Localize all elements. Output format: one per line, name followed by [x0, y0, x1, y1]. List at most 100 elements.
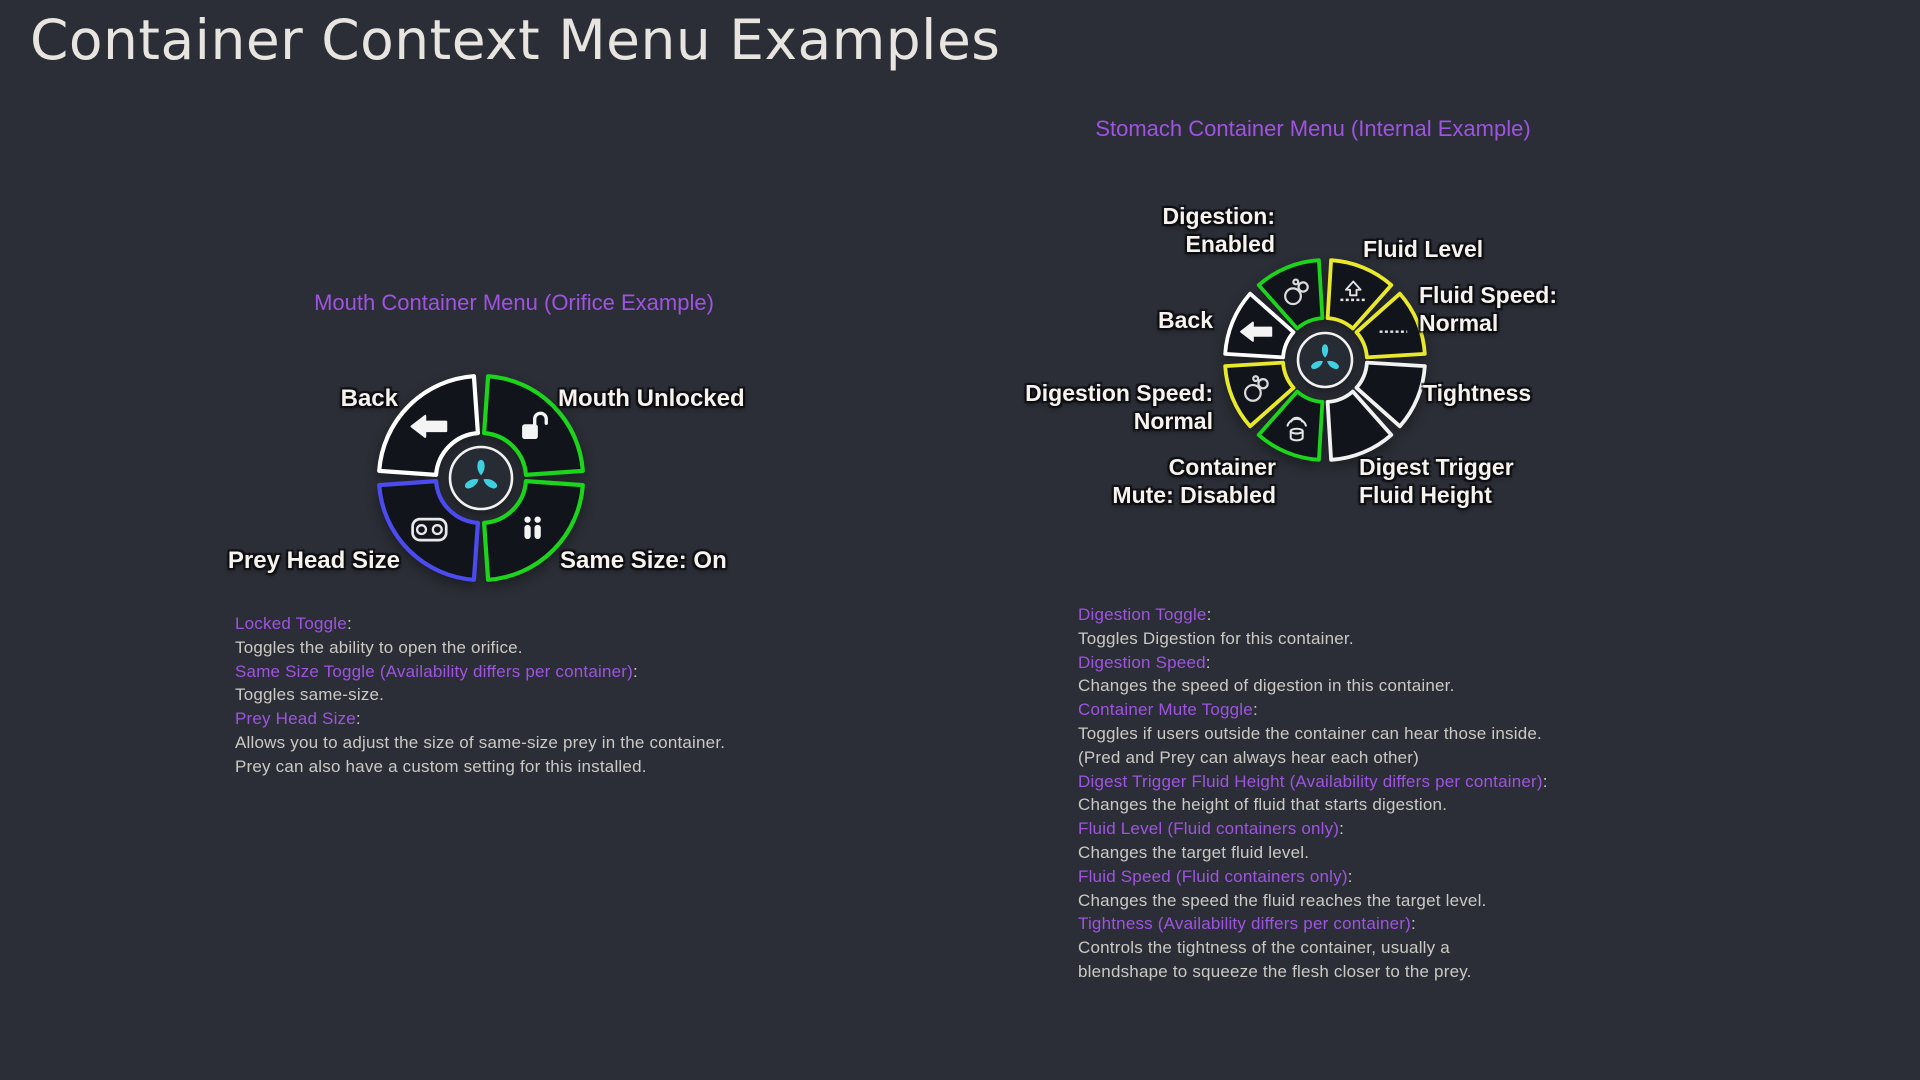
segment-label-line: Prey Head Size	[227, 547, 400, 574]
glossary-term: Digestion Toggle:	[1078, 603, 1678, 627]
fan-icon	[1311, 344, 1339, 370]
menu-segment-same-size-toggle[interactable]	[482, 479, 585, 582]
bubbles-icon	[1243, 375, 1269, 402]
glossary-term-text: Digestion Speed	[1078, 652, 1206, 672]
segment-label-line: Container	[1168, 454, 1276, 480]
glossary-term-text: Same Size Toggle (Availability differs p…	[235, 661, 634, 681]
glossary-term: Container Mute Toggle:	[1078, 698, 1678, 722]
mouth-menu-wheel	[377, 374, 585, 582]
glossary-description-line: Toggles same-size.	[235, 685, 385, 705]
glossary-description-line: blendshape to squeeze the flesh closer t…	[1078, 961, 1472, 981]
glossary-description-line: (Pred and Prey can always hear each othe…	[1078, 747, 1420, 767]
glossary-term: Digest Trigger Fluid Height (Availabilit…	[1078, 770, 1678, 794]
glossary-term-colon: :	[1542, 771, 1548, 791]
glossary-term: Locked Toggle:	[235, 612, 835, 636]
glossary-description-line: Toggles Digestion for this container.	[1078, 628, 1354, 648]
menu-segment-tightness[interactable]	[1354, 360, 1427, 429]
mouth-menu-glossary: Locked Toggle:Toggles the ability to ope…	[235, 612, 835, 779]
menu-segment-back[interactable]	[1223, 291, 1296, 360]
menu-segment-digest-trigger-fluid-height[interactable]	[1325, 389, 1394, 462]
stomach-menu-wheel	[1223, 258, 1427, 462]
glossary-term-text: Digestion Toggle	[1078, 605, 1207, 624]
glossary-term: Fluid Speed (Fluid containers only):	[1078, 865, 1678, 889]
bubbles-icon	[1284, 278, 1309, 306]
segment-label-line: Fluid Level	[1363, 236, 1484, 262]
glossary-term-text: Prey Head Size	[235, 709, 356, 729]
segment-label-tightness: Tightness	[1423, 379, 1531, 407]
glossary-term: Digestion Speed:	[1078, 651, 1678, 675]
fluid-level-icon	[1340, 280, 1367, 302]
glossary-term-colon: :	[1339, 819, 1345, 839]
glossary-description-line: Allows you to adjust the size of same-si…	[235, 732, 726, 752]
segment-label-same-size-toggle: Same Size: On	[560, 547, 727, 575]
segment-label-line: Enabled	[1185, 231, 1275, 257]
arrow-left-icon	[410, 414, 448, 438]
glossary-description-line: Controls the tightness of the container,…	[1078, 938, 1450, 958]
segment-label-mouth-locked-toggle: Mouth Unlocked	[558, 385, 745, 413]
glossary-term-text: Locked Toggle	[235, 614, 347, 633]
speaker-mute-icon	[1286, 416, 1307, 442]
menu-segment-fluid-level[interactable]	[1325, 258, 1394, 331]
glossary-term-text: Fluid Speed (Fluid containers only)	[1078, 866, 1348, 886]
segment-label-digestion-toggle: Digestion:Enabled	[1163, 202, 1275, 258]
segment-label-digestion-speed: Digestion Speed:Normal	[1025, 379, 1213, 435]
glossary-term-text: Fluid Level (Fluid containers only)	[1078, 819, 1340, 839]
segment-label-line: Mouth Unlocked	[558, 385, 745, 412]
segment-label-line: Tightness	[1423, 380, 1532, 406]
segment-label-line: Back	[1158, 307, 1213, 333]
glossary-term: Prey Head Size:	[235, 707, 835, 731]
stomach-menu-glossary: Digestion Toggle:Toggles Digestion for t…	[1078, 603, 1678, 984]
glossary-term-colon: :	[1347, 866, 1353, 886]
glossary-term-colon: :	[1410, 914, 1416, 934]
glossary-term-text: Digest Trigger Fluid Height (Availabilit…	[1078, 771, 1543, 791]
menu-segment-digestion-toggle[interactable]	[1256, 258, 1325, 331]
glossary-description-line: Changes the speed of digestion in this c…	[1078, 676, 1455, 696]
glossary-term-colon: :	[633, 661, 638, 681]
segment-label-line: Fluid Speed:	[1419, 282, 1557, 308]
menu-segment-container-mute-toggle[interactable]	[1256, 389, 1325, 462]
glossary-description-line: Toggles if users outside the container c…	[1078, 723, 1542, 743]
segment-label-line: Digestion Speed:	[1025, 380, 1213, 406]
glossary-term-text: Tightness (Availability differs per cont…	[1078, 914, 1411, 934]
glossary-term-colon: :	[1205, 652, 1211, 672]
stomach-menu-title: Stomach Container Menu (Internal Example…	[1095, 116, 1531, 141]
glossary-term: Same Size Toggle (Availability differs p…	[235, 660, 835, 684]
arrow-left-icon	[1240, 321, 1273, 342]
glossary-term: Fluid Level (Fluid containers only):	[1078, 817, 1678, 841]
glossary-description-line: Prey can also have a custom setting for …	[235, 756, 647, 776]
menu-segment-prey-head-size[interactable]	[377, 479, 480, 582]
segment-label-back: Back	[1158, 306, 1213, 334]
glossary-description-line: Changes the height of fluid that starts …	[1078, 795, 1448, 815]
page-title: Container Context Menu Examples	[30, 8, 1001, 72]
menu-segment-fluid-speed[interactable]	[1354, 291, 1427, 360]
glossary-term-text: Container Mute Toggle	[1078, 700, 1253, 720]
people-icon	[524, 516, 541, 540]
menu-segment-digestion-speed[interactable]	[1223, 360, 1296, 429]
fan-icon	[464, 459, 498, 489]
glossary-term-colon: :	[355, 709, 361, 729]
glossary-description-line: Toggles the ability to open the orifice.	[235, 637, 523, 657]
segment-label-back: Back	[341, 385, 398, 413]
menu-hub[interactable]	[1296, 331, 1354, 389]
segment-label-line: Normal	[1133, 408, 1213, 434]
lock-open-icon	[522, 411, 548, 439]
segment-label-fluid-speed: Fluid Speed:Normal	[1419, 281, 1557, 337]
segment-label-line: Digestion:	[1162, 203, 1275, 229]
segment-label-line: Normal	[1419, 310, 1499, 336]
segment-label-line: Digest Trigger	[1359, 454, 1514, 480]
segment-label-line: Fluid Height	[1359, 482, 1492, 508]
glossary-description-line: Changes the speed the fluid reaches the …	[1078, 890, 1487, 910]
glossary-term-colon: :	[1206, 605, 1212, 624]
menu-hub[interactable]	[448, 445, 514, 511]
segment-label-line: Mute: Disabled	[1112, 482, 1276, 508]
segment-label-line: Back	[340, 385, 398, 412]
glossary-term-colon: :	[1252, 700, 1258, 720]
mouth-menu-title: Mouth Container Menu (Orifice Example)	[314, 290, 714, 315]
glossary-term: Tightness (Availability differs per cont…	[1078, 912, 1678, 936]
glossary-term-colon: :	[346, 614, 352, 633]
glossary-description-line: Changes the target fluid level.	[1078, 842, 1310, 862]
